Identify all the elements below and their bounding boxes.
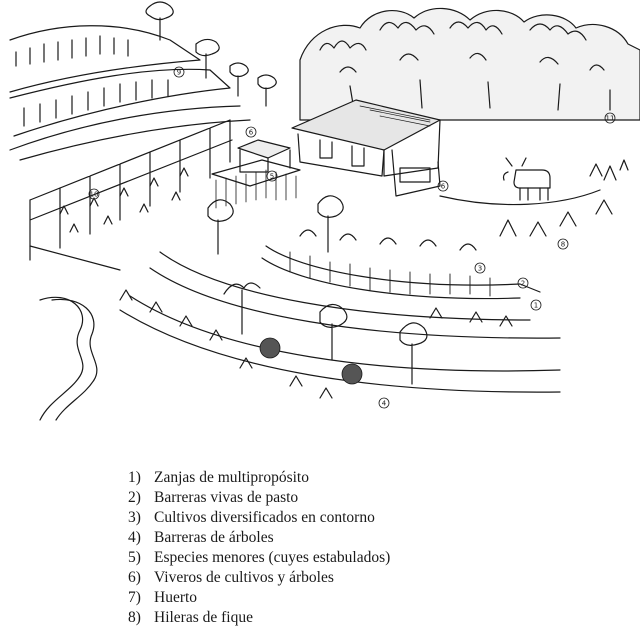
farmhouse xyxy=(291,99,441,197)
callout-markers: 9 6 5 10 6 11 8 3 2 1 4 xyxy=(88,66,616,409)
legend: 1) Zanjas de multipropósito 2) Barreras vi… xyxy=(0,462,640,640)
legend-text: Viveros de cultivos y árboles xyxy=(154,569,334,586)
legend-text: Hileras de fique xyxy=(154,609,253,626)
legend-item: 2) Barreras vivas de pasto xyxy=(128,488,298,508)
legend-item: 4) Barreras de árboles xyxy=(128,528,274,548)
callout-label: 10 xyxy=(90,191,99,199)
legend-number: 7) xyxy=(128,589,141,606)
callout-label: 2 xyxy=(521,280,525,288)
farm-sketch-illustration: 9 6 5 10 6 11 8 3 2 1 4 xyxy=(9,1,640,421)
legend-text: Cultivos diversificados en contorno xyxy=(154,509,375,526)
legend-number: 6) xyxy=(128,569,141,586)
callout-label: 5 xyxy=(270,173,274,181)
legend-text: Zanjas de multipropósito xyxy=(154,469,309,486)
callout-label: 6 xyxy=(441,183,446,191)
pasture-with-cow xyxy=(439,157,629,237)
legend-text: Huerto xyxy=(154,589,198,606)
slope-trees xyxy=(145,1,277,107)
legend-number: 2) xyxy=(128,489,141,506)
callout-label: 11 xyxy=(606,115,615,123)
contour-terraces xyxy=(119,229,561,393)
legend-item: 1) Zanjas de multipropósito xyxy=(128,468,309,488)
legend-number: 4) xyxy=(128,529,141,546)
legend-text: Especies menores (cuyes estabulados) xyxy=(154,549,391,566)
legend-item: 5) Especies menores (cuyes estabulados) xyxy=(128,548,390,568)
callout-label: 9 xyxy=(177,69,181,77)
legend-text: Barreras vivas de pasto xyxy=(154,489,299,506)
legend-item: 7) Huerto xyxy=(128,588,197,608)
fenced-orchard xyxy=(29,119,233,271)
callout-label: 1 xyxy=(534,302,538,310)
callout-label: 6 xyxy=(249,129,254,137)
legend-text: Barreras de árboles xyxy=(154,529,274,546)
forest-canopy xyxy=(299,7,640,121)
legend-item: 8) Hileras de fique xyxy=(128,608,253,628)
upper-left-field xyxy=(9,25,251,161)
callout-label: 3 xyxy=(478,265,482,273)
callout-label: 8 xyxy=(561,241,565,249)
legend-number: 3) xyxy=(128,509,141,526)
stream xyxy=(39,296,98,421)
legend-number: 5) xyxy=(128,549,141,566)
legend-item: 3) Cultivos diversificados en contorno xyxy=(128,508,375,528)
legend-number: 8) xyxy=(128,609,141,626)
terrace-trees xyxy=(119,195,513,399)
callout-label: 4 xyxy=(382,400,387,408)
guinea-pig-pen xyxy=(211,139,301,209)
legend-item: 6) Viveros de cultivos y árboles xyxy=(128,568,334,588)
legend-number: 1) xyxy=(128,469,141,486)
